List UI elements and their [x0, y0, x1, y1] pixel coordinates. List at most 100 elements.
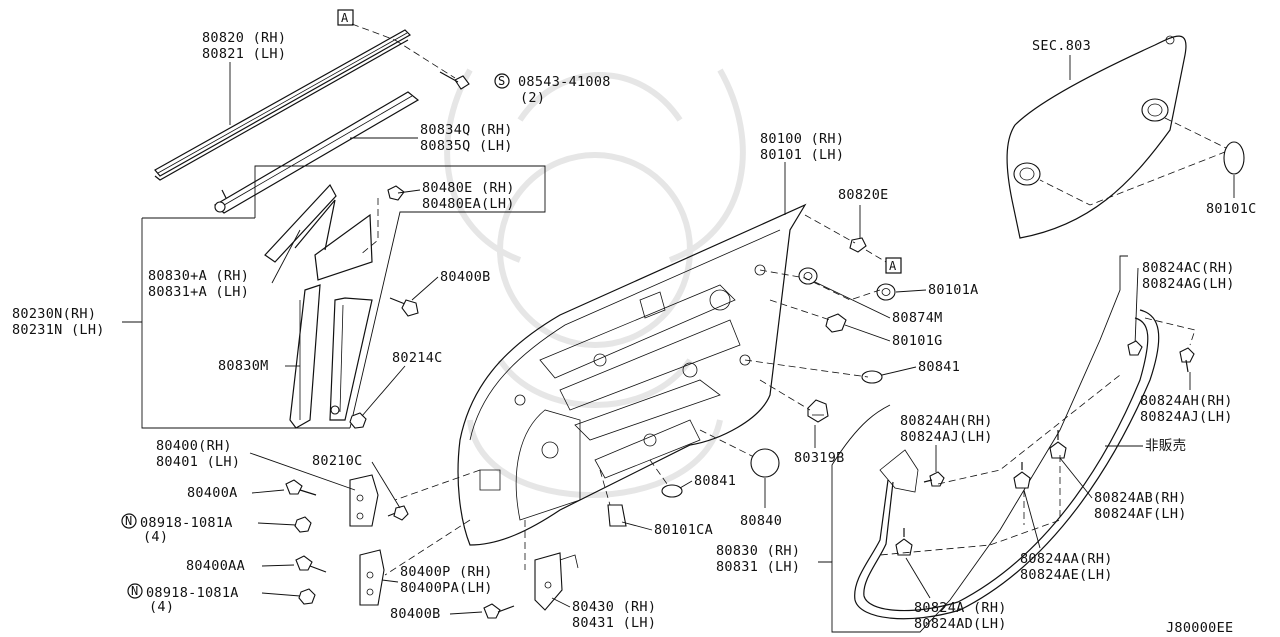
- label-80824ah-left: 80824AH(RH): [900, 413, 993, 429]
- label-80430: 80430 (RH): [572, 599, 656, 615]
- label-80874m: 80874M: [892, 310, 943, 326]
- sec803-panel: [1006, 35, 1231, 239]
- label-80824ag: 80824AG(LH): [1142, 276, 1235, 292]
- label-80820: 80820 (RH): [202, 30, 286, 46]
- bolt-80400b-bottom: [483, 603, 515, 619]
- label-80231n: 80231N (LH): [12, 322, 105, 338]
- label-80830b: 80830 (RH): [716, 543, 800, 559]
- watermark-emblem: [444, 68, 746, 498]
- screw-08543: S: [394, 39, 510, 90]
- hinge-lower: [359, 549, 385, 606]
- label-80824aa: 80824AA(RH): [1020, 551, 1113, 567]
- bolt-80210c: [387, 505, 409, 521]
- ref-box-a-right: [885, 257, 902, 274]
- n-mark-lower: N: [131, 584, 138, 598]
- label-80840: 80840: [740, 513, 782, 529]
- label-80401: 80401 (LH): [156, 454, 240, 470]
- panel-dashed-leaders: [384, 269, 881, 576]
- label-80480e: 80480E (RH): [422, 180, 515, 196]
- glass-run-seal-lower: [213, 91, 420, 214]
- diagram-code: J80000EE: [1166, 620, 1233, 636]
- clip-80820e: [804, 214, 867, 253]
- bolt-80400aa: [295, 555, 327, 573]
- label-80319b: 80319B: [794, 450, 845, 466]
- door-check-80430: [534, 552, 579, 611]
- hinge-upper: [349, 474, 379, 527]
- label-80824af: 80824AF(LH): [1094, 506, 1187, 522]
- label-80101g: 80101G: [892, 333, 943, 349]
- label-80400p: 80400P (RH): [400, 564, 493, 580]
- clip-80824ah-left: [923, 471, 945, 487]
- label-08543: 08543-41008: [518, 74, 611, 90]
- seal-80840: [750, 448, 780, 478]
- seal-80841-b: [661, 484, 683, 498]
- label-80835q: 80835Q (LH): [420, 138, 513, 154]
- nut-80214c: [349, 412, 367, 429]
- label-80400pa: 80400PA(LH): [400, 580, 493, 596]
- door-panel: [457, 203, 807, 546]
- glass-run-seal-upper: [154, 29, 411, 181]
- label-80824ae: 80824AE(LH): [1020, 567, 1113, 583]
- seal-80841-a: [861, 370, 883, 384]
- label-80214c: 80214C: [392, 350, 443, 366]
- label-08918-lower-qty: (4): [149, 599, 174, 615]
- label-80400aa: 80400AA: [186, 558, 245, 574]
- label-80824ah-right: 80824AH(RH): [1140, 393, 1233, 409]
- label-80400: 80400(RH): [156, 438, 232, 454]
- grommet-80101a: [876, 283, 896, 301]
- label-80210c: 80210C: [312, 453, 363, 469]
- bolt-80480e: [359, 185, 405, 256]
- ref-a-top: A: [341, 11, 349, 25]
- label-80820e: 80820E: [838, 187, 889, 203]
- group-bracket-80230n: [141, 218, 350, 429]
- bolt-80400b-top: [389, 297, 419, 317]
- bolt-80400a: [285, 479, 317, 496]
- label-80480ea: 80480EA(LH): [422, 196, 515, 212]
- label-80830m: 80830M: [218, 358, 269, 374]
- label-80824a: 80824A (RH): [914, 600, 1007, 616]
- label-80821: 80821 (LH): [202, 46, 286, 62]
- label-08918-upper: 08918-1081A: [140, 515, 233, 531]
- label-80400b-bottom: 80400B: [390, 606, 441, 622]
- plug-80101g: [825, 313, 847, 333]
- label-80101a: 80101A: [928, 282, 979, 298]
- clip-80824ah-right: [1179, 347, 1195, 373]
- ref-box-a-top: [337, 9, 354, 26]
- weatherstrip: [854, 309, 1196, 620]
- nut-08918-lower: N: [127, 583, 316, 605]
- label-80400b-top: 80400B: [440, 269, 491, 285]
- label-08918-lower: 08918-1081A: [146, 585, 239, 601]
- label-80101: 80101 (LH): [760, 147, 844, 163]
- label-80830a: 80830+A (RH): [148, 268, 249, 284]
- label-80824aj-right: 80824AJ(LH): [1140, 409, 1233, 425]
- label-80400a: 80400A: [187, 485, 238, 501]
- n-mark-upper: N: [125, 514, 132, 528]
- label-08918-upper-qty: (4): [143, 529, 168, 545]
- door-sash-assembly: [264, 183, 373, 429]
- label-80101c: 80101C: [1206, 201, 1257, 217]
- s-mark: S: [498, 74, 505, 88]
- grommet-80874m: [798, 267, 818, 285]
- label-80100: 80100 (RH): [760, 131, 844, 147]
- nut-08918-upper: N: [121, 513, 312, 533]
- pad-80101ca: [607, 504, 627, 527]
- label-sec803: SEC.803: [1032, 38, 1091, 54]
- clip-80824ac: [1127, 340, 1143, 356]
- weatherstrip-dashed-leaders: [879, 374, 1121, 556]
- label-80824ac: 80824AC(RH): [1142, 260, 1235, 276]
- label-80831a: 80831+A (LH): [148, 284, 249, 300]
- label-80431: 80431 (LH): [572, 615, 656, 631]
- seal-80101c: [1223, 141, 1245, 175]
- ref-a-right: A: [889, 259, 897, 273]
- group-bracket-weatherstrip: [818, 255, 1128, 633]
- label-80841-a: 80841: [918, 359, 960, 375]
- label-not-sold: 非販売: [1145, 438, 1186, 454]
- clip-80824ab: [1049, 430, 1067, 459]
- label-80834q: 80834Q (RH): [420, 122, 513, 138]
- label-80841-b: 80841: [694, 473, 736, 489]
- clip-80824aa: [1013, 462, 1031, 489]
- label-80831b: 80831 (LH): [716, 559, 800, 575]
- label-08543-qty: (2): [520, 90, 545, 106]
